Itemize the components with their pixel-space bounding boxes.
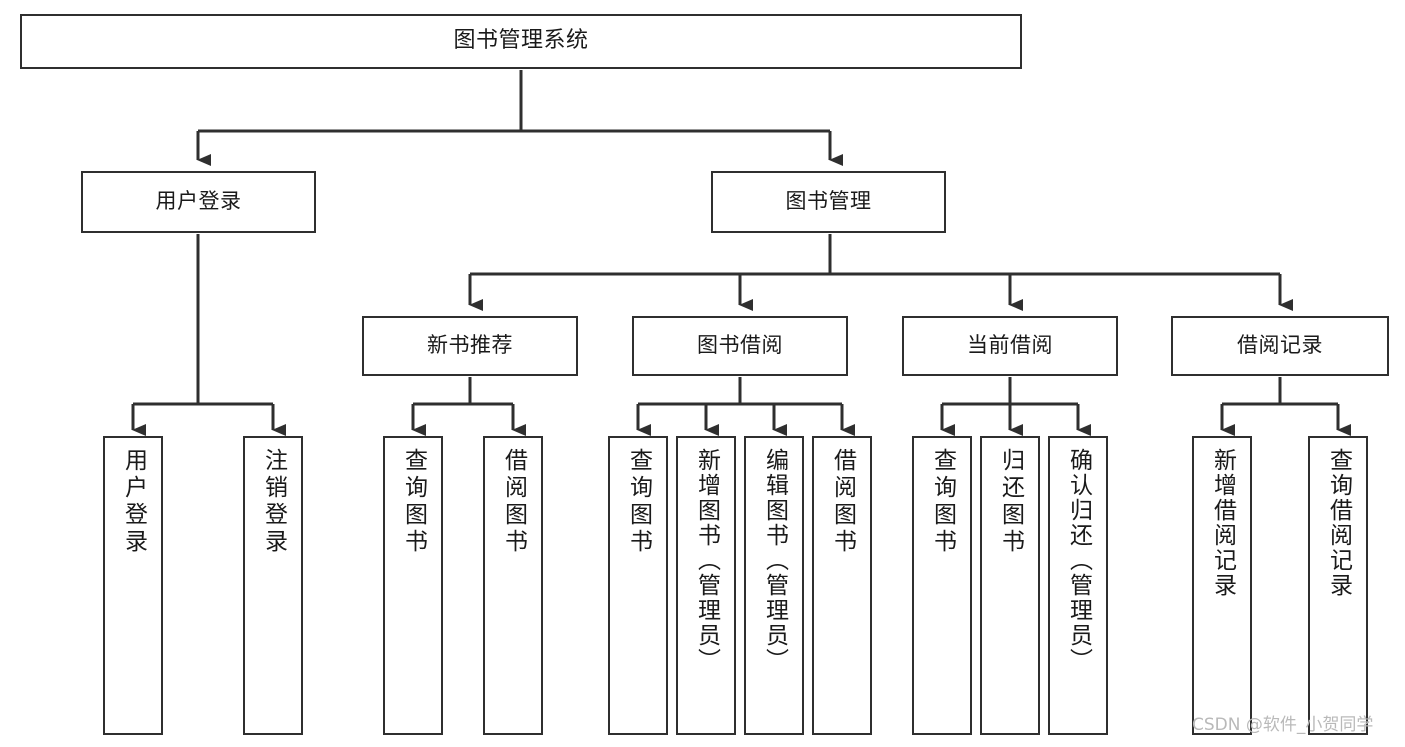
leaf-current-confirm-return[interactable]: 确认归还（管理员） (1048, 436, 1108, 735)
node-current-borrow[interactable]: 当前借阅 (902, 316, 1118, 376)
leaf-borrow-edit-book[interactable]: 编辑图书（管理员） (744, 436, 804, 735)
node-root-system[interactable]: 图书管理系统 (20, 14, 1022, 69)
leaf-recommend-borrow-book[interactable]: 借阅图书 (483, 436, 543, 735)
node-label: 借阅图书 (500, 448, 527, 556)
node-label: 查询图书 (400, 448, 427, 556)
node-label: 用户登录 (155, 189, 242, 214)
node-label: 图书借阅 (697, 333, 783, 358)
node-label: 查询借阅记录 (1325, 448, 1352, 598)
node-label: 确认归还（管理员） (1065, 448, 1092, 673)
node-label: 当前借阅 (967, 333, 1053, 358)
node-label: 新增借阅记录 (1209, 448, 1236, 598)
node-label: 查询图书 (625, 448, 652, 556)
node-label: 用户登录 (120, 448, 147, 556)
node-label: 查询图书 (929, 448, 956, 556)
leaf-record-query-record[interactable]: 查询借阅记录 (1308, 436, 1368, 735)
leaf-current-query-book[interactable]: 查询图书 (912, 436, 972, 735)
leaf-borrow-add-book[interactable]: 新增图书（管理员） (676, 436, 736, 735)
node-label: 图书管理系统 (453, 28, 589, 54)
node-label: 图书管理 (785, 189, 872, 214)
node-label: 注销登录 (260, 448, 287, 556)
node-book-management[interactable]: 图书管理 (711, 171, 946, 233)
node-label: 新书推荐 (427, 333, 513, 358)
leaf-user-login-signin[interactable]: 用户登录 (103, 436, 163, 735)
leaf-user-login-signout[interactable]: 注销登录 (243, 436, 303, 735)
node-label: 编辑图书（管理员） (761, 448, 788, 673)
node-borrow-record[interactable]: 借阅记录 (1171, 316, 1389, 376)
node-label: 新增图书（管理员） (693, 448, 720, 673)
node-new-book-recommend[interactable]: 新书推荐 (362, 316, 578, 376)
leaf-borrow-query-book[interactable]: 查询图书 (608, 436, 668, 735)
node-label: 归还图书 (997, 448, 1024, 556)
leaf-record-add-record[interactable]: 新增借阅记录 (1192, 436, 1252, 735)
node-user-login[interactable]: 用户登录 (81, 171, 316, 233)
leaf-borrow-borrow-book[interactable]: 借阅图书 (812, 436, 872, 735)
csdn-watermark: CSDN @软件_小贺同学 (1192, 715, 1374, 735)
node-label: 借阅图书 (829, 448, 856, 556)
leaf-recommend-query-book[interactable]: 查询图书 (383, 436, 443, 735)
leaf-current-return-book[interactable]: 归还图书 (980, 436, 1040, 735)
node-label: 借阅记录 (1237, 333, 1323, 358)
node-book-borrow[interactable]: 图书借阅 (632, 316, 848, 376)
